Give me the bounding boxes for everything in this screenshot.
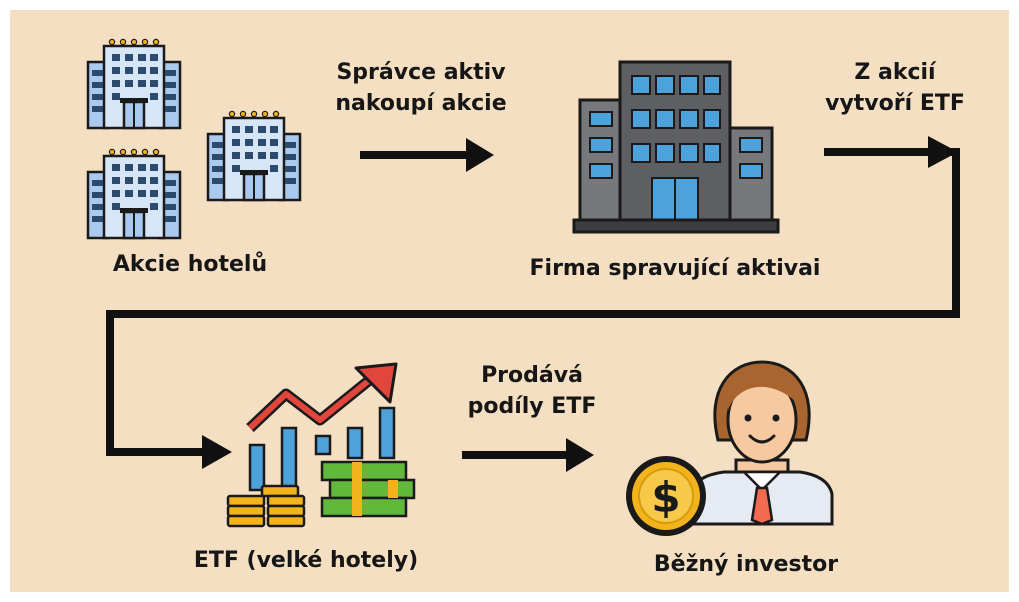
- node-label-asset-manager: Firma spravující aktivai: [529, 256, 821, 281]
- step-label-buys: Správce aktiv nakoupí akcie: [310, 57, 532, 119]
- office-building-icon: [572, 60, 780, 234]
- step-label-line: Správce aktiv: [336, 60, 506, 85]
- investor-person-icon: $: [626, 360, 834, 536]
- arrowhead-connector: [202, 435, 232, 469]
- hotel-building-icon: [206, 109, 302, 202]
- node-label-investor: Běžný investor: [653, 552, 839, 577]
- arrowhead-sells: [566, 438, 594, 472]
- step-label-sells: Prodává podíly ETF: [444, 360, 620, 422]
- hotel-building-icon: [86, 37, 182, 130]
- hotel-building-icon: [86, 147, 182, 240]
- step-label-creates: Z akcií vytvoří ETF: [808, 57, 982, 119]
- node-label-hotel-shares: Akcie hotelů: [112, 252, 268, 277]
- node-label-etf: ETF (velké hotely): [193, 548, 419, 573]
- step-label-line: podíly ETF: [467, 394, 597, 419]
- arrowhead-buys: [466, 138, 494, 172]
- step-label-line: Z akcií: [854, 60, 936, 85]
- arrowhead-creates: [928, 136, 958, 168]
- step-label-line: nakoupí akcie: [335, 91, 507, 116]
- growth-chart-money-icon: [226, 362, 416, 528]
- step-label-line: Prodává: [481, 363, 583, 388]
- dollar-symbol: $: [651, 473, 680, 522]
- step-label-line: vytvoří ETF: [825, 91, 965, 116]
